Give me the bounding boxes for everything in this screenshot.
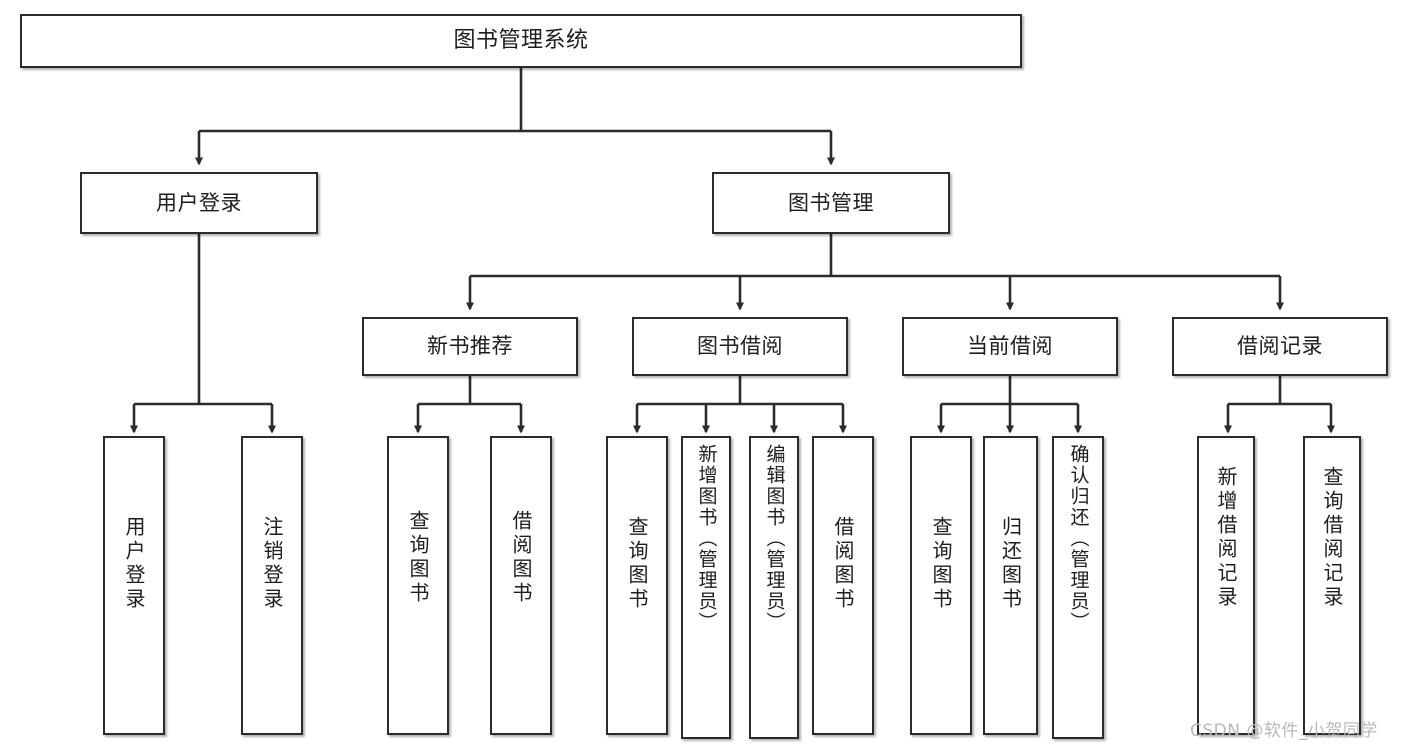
csdn-watermark: CSDN @软件_小贺同学 — [1190, 721, 1378, 741]
node-leaf-add-record[interactable]: 新增借阅记录 — [1197, 436, 1255, 735]
node-root[interactable]: 图书管理系统 — [20, 14, 1022, 68]
node-leaf-confirm-return-label: 确认归还（管理员） — [1067, 444, 1090, 633]
node-leaf-edit-book[interactable]: 编辑图书（管理员） — [749, 436, 799, 739]
node-leaf-query-record-label: 查询借阅记录 — [1320, 466, 1344, 610]
node-leaf-return-book[interactable]: 归还图书 — [983, 436, 1038, 735]
node-user-login[interactable]: 用户登录 — [80, 172, 318, 234]
node-new-book-rec[interactable]: 新书推荐 — [362, 317, 578, 376]
node-borrow-record-label: 借阅记录 — [1237, 334, 1323, 359]
node-leaf-query-record[interactable]: 查询借阅记录 — [1303, 436, 1361, 735]
node-leaf-borrow-book-1-label: 借阅图书 — [509, 510, 533, 606]
node-leaf-query-book-3-label: 查询图书 — [929, 516, 953, 612]
node-book-borrow[interactable]: 图书借阅 — [632, 317, 848, 376]
node-leaf-add-book-label: 新增图书（管理员） — [695, 444, 718, 633]
node-leaf-query-book-2[interactable]: 查询图书 — [606, 436, 668, 735]
node-leaf-return-book-label: 归还图书 — [998, 516, 1023, 612]
node-leaf-confirm-return[interactable]: 确认归还（管理员） — [1052, 436, 1104, 739]
node-current-borrow-label: 当前借阅 — [967, 334, 1053, 359]
node-leaf-user-logout[interactable]: 注销登录 — [241, 436, 303, 735]
node-leaf-borrow-book-1[interactable]: 借阅图书 — [490, 436, 552, 735]
node-leaf-user-logout-label: 注销登录 — [260, 516, 284, 612]
node-book-borrow-label: 图书借阅 — [697, 334, 783, 359]
node-book-manage-label: 图书管理 — [788, 190, 874, 215]
node-current-borrow[interactable]: 当前借阅 — [902, 317, 1118, 376]
node-user-login-label: 用户登录 — [156, 190, 242, 215]
node-leaf-query-book-2-label: 查询图书 — [625, 516, 649, 612]
node-new-book-rec-label: 新书推荐 — [427, 334, 513, 359]
node-leaf-borrow-book-2-label: 借阅图书 — [831, 516, 855, 612]
node-leaf-query-book-1[interactable]: 查询图书 — [387, 436, 449, 735]
node-leaf-query-book-1-label: 查询图书 — [406, 510, 430, 606]
node-leaf-user-login[interactable]: 用户登录 — [103, 436, 165, 735]
node-leaf-borrow-book-2[interactable]: 借阅图书 — [812, 436, 874, 735]
node-leaf-add-record-label: 新增借阅记录 — [1214, 466, 1238, 610]
node-leaf-add-book[interactable]: 新增图书（管理员） — [681, 436, 731, 739]
node-book-manage[interactable]: 图书管理 — [712, 172, 950, 234]
node-borrow-record[interactable]: 借阅记录 — [1172, 317, 1388, 376]
node-leaf-user-login-label: 用户登录 — [122, 516, 146, 612]
node-leaf-query-book-3[interactable]: 查询图书 — [910, 436, 972, 735]
node-leaf-edit-book-label: 编辑图书（管理员） — [763, 444, 786, 633]
node-root-label: 图书管理系统 — [453, 27, 589, 53]
